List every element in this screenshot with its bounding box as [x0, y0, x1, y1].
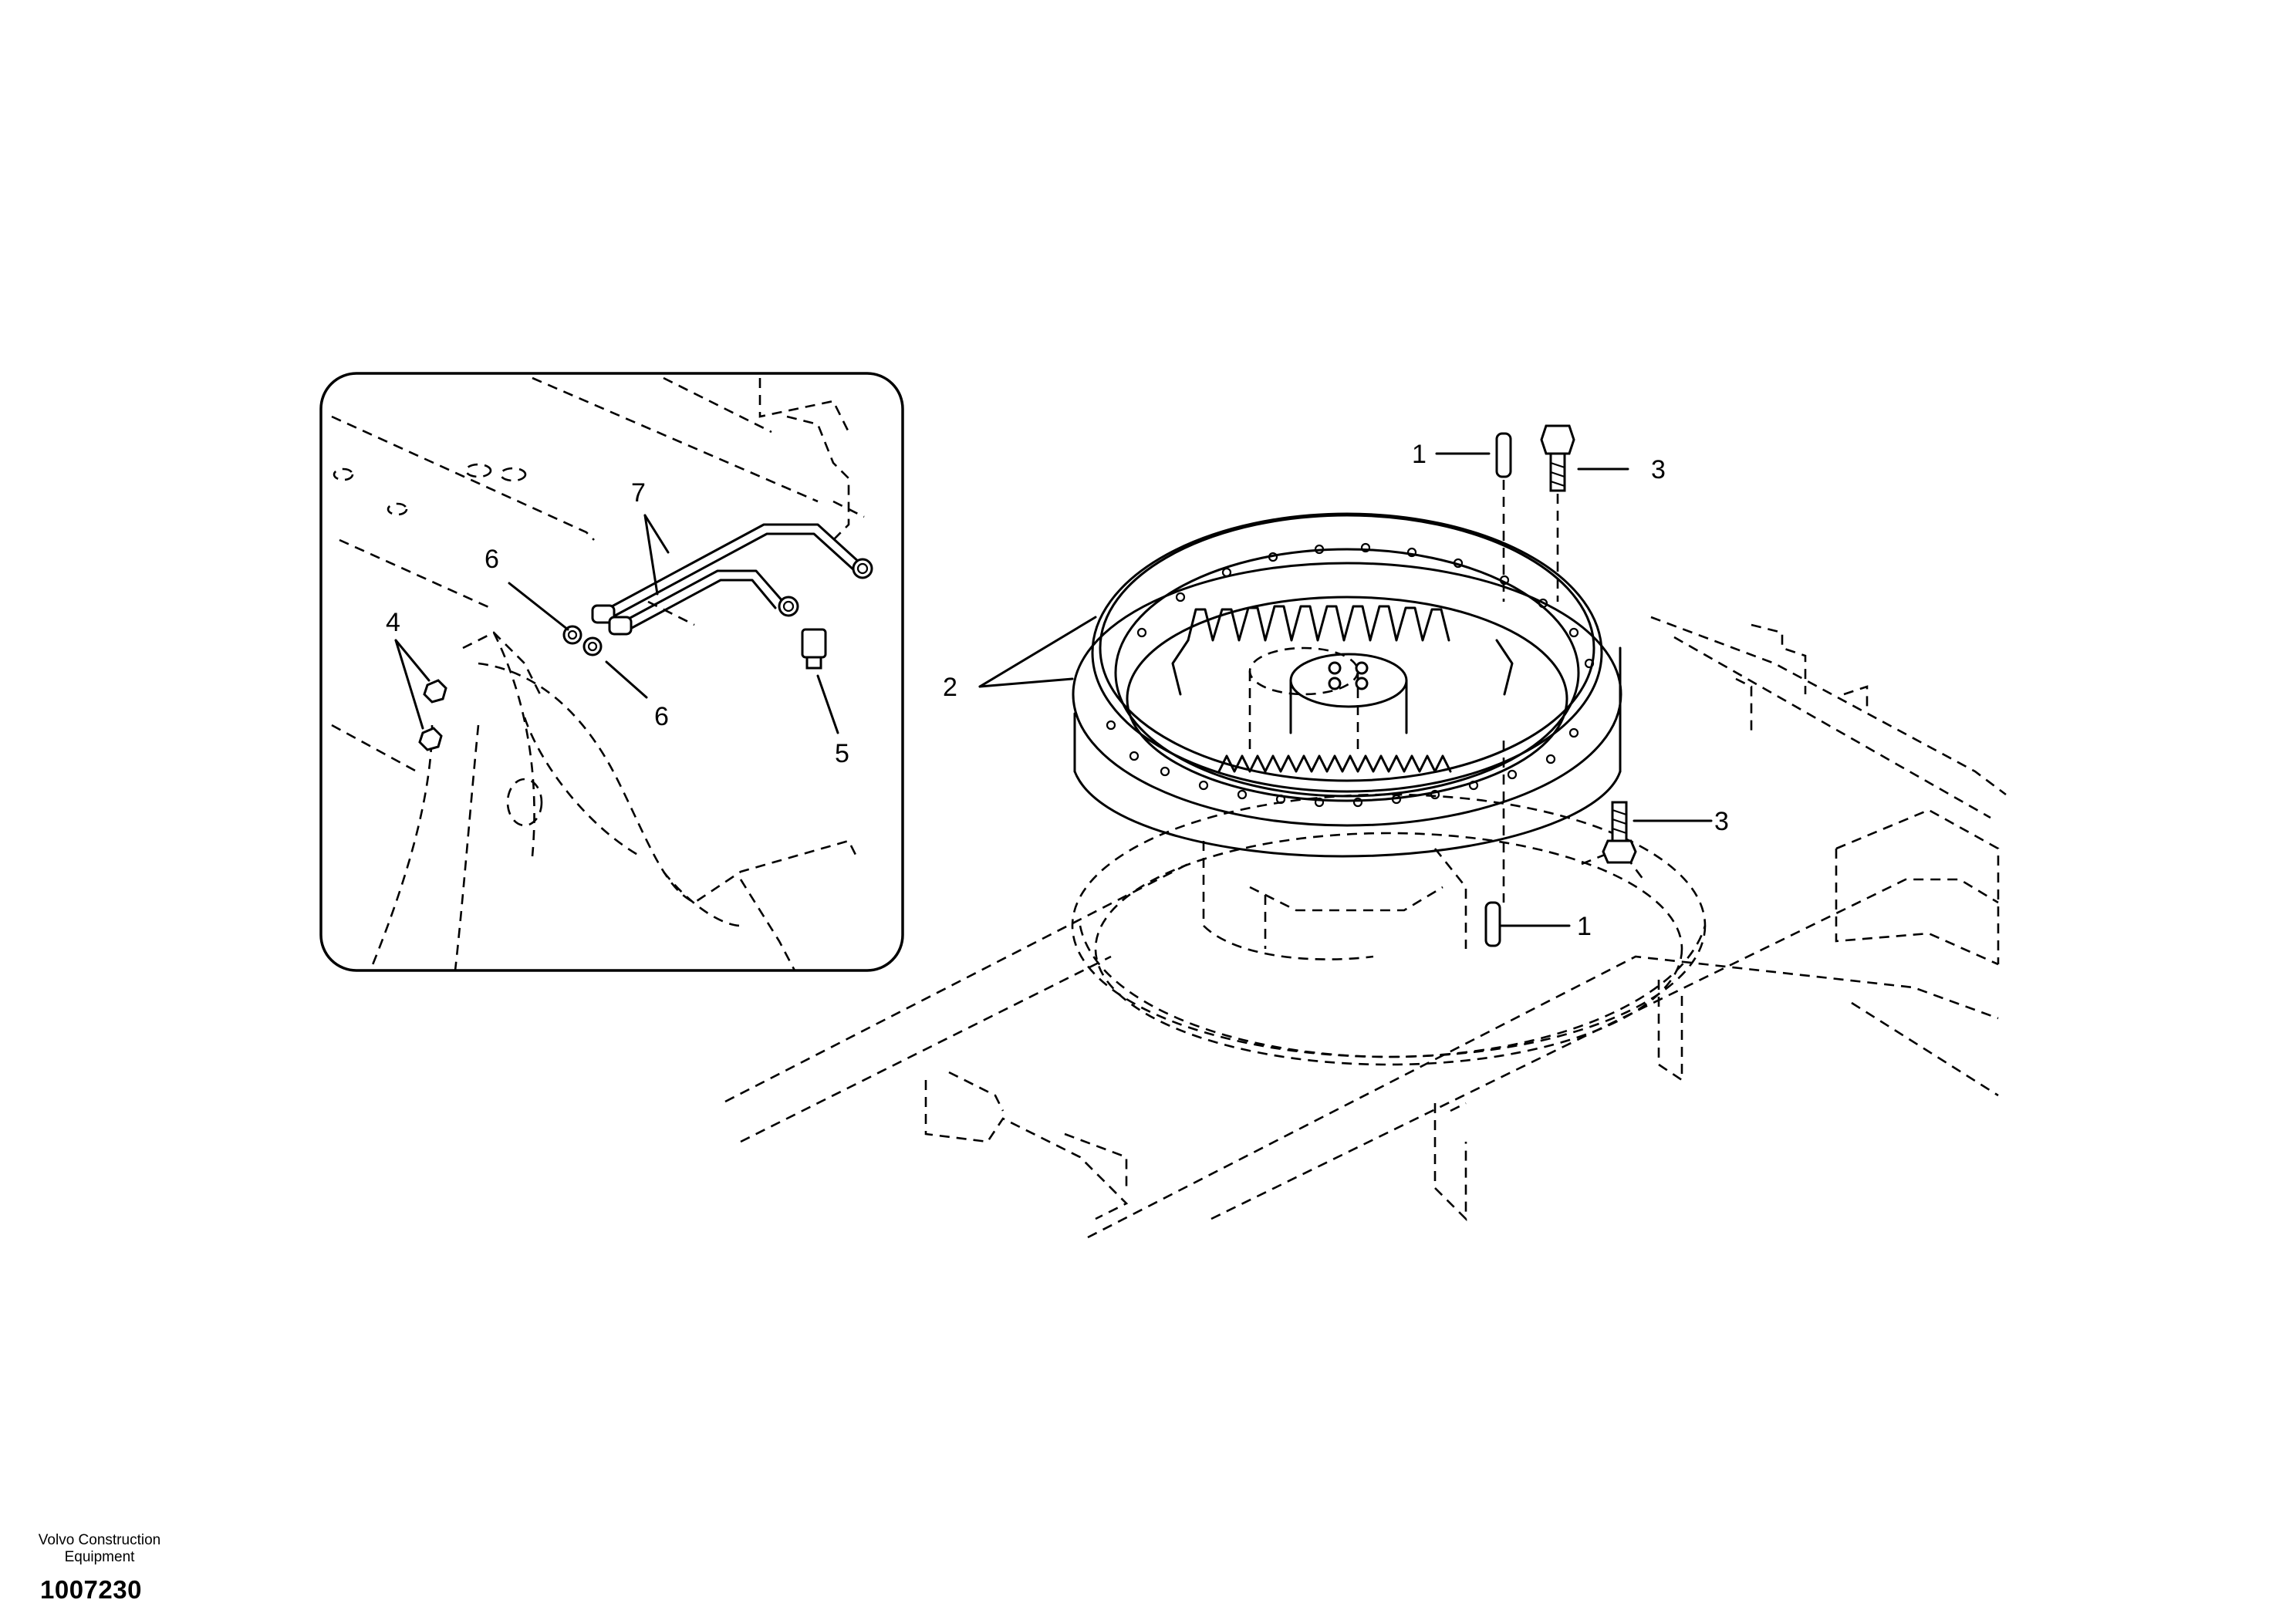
callout-5: 5	[835, 739, 849, 768]
inset-frame-structure	[331, 376, 865, 971]
swing-ring	[1072, 512, 1622, 858]
dowel-pin-top	[1495, 432, 1512, 478]
inset-frame	[319, 372, 904, 972]
main-assembly	[724, 424, 2007, 1239]
brand-label: Volvo Construction Equipment	[11, 1532, 188, 1566]
bolt-holes	[1106, 542, 1595, 808]
dowel-pin-bottom	[1484, 901, 1501, 947]
brand-line-2: Equipment	[64, 1549, 135, 1565]
main-leaders	[978, 452, 1713, 927]
bolt-top	[1540, 424, 1575, 455]
inset-leaders	[394, 514, 839, 734]
callout-1-top: 1	[1412, 440, 1427, 469]
callout-1-bottom: 1	[1577, 912, 1592, 941]
callout-3-top: 3	[1651, 455, 1666, 484]
detail-inset	[319, 372, 904, 972]
undercarriage-frame	[724, 616, 2007, 1239]
turntable-base	[1071, 646, 1707, 1066]
callout-6-top: 6	[485, 545, 499, 574]
callout-labels: 1 3 2 3 1 7 6 4 6 5	[386, 440, 1729, 941]
pipe-fittings	[418, 558, 873, 751]
fasteners	[1484, 424, 1637, 947]
drawing-number: 1007230	[40, 1575, 142, 1604]
callout-4: 4	[386, 608, 400, 637]
brand-line-1: Volvo Construction	[38, 1532, 161, 1548]
callout-6-bottom: 6	[654, 702, 669, 731]
callout-7: 7	[631, 478, 646, 508]
hydraulic-pipes	[602, 523, 862, 636]
callout-2: 2	[943, 673, 957, 702]
callout-3-bottom: 3	[1714, 807, 1729, 836]
